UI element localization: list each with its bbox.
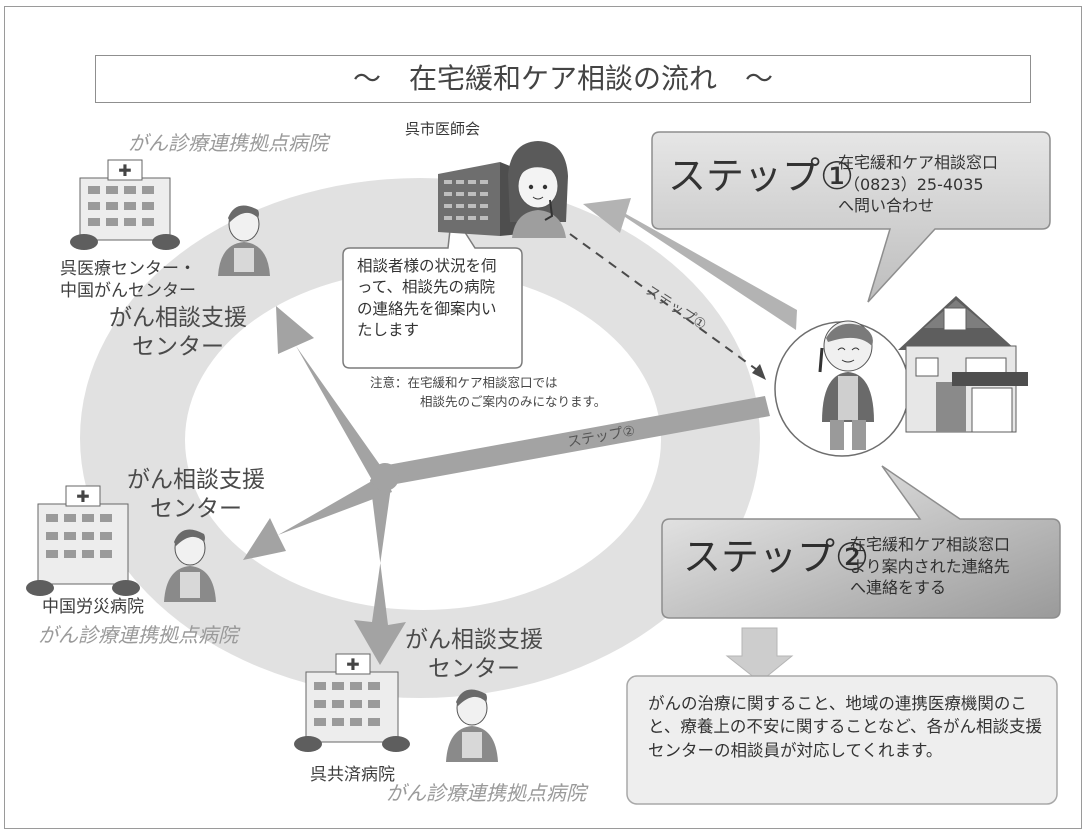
- hospital-name: 呉医療センター・ 中国がんセンター: [60, 258, 196, 302]
- support-center-line-2: センター: [428, 655, 520, 682]
- base-hospital-label: がん診療連携拠点病院: [38, 623, 238, 647]
- support-center-label: がん相談支援 センター: [116, 466, 276, 524]
- svg-text:✚: ✚: [76, 487, 89, 506]
- hospital-name: 呉共済病院: [310, 765, 395, 785]
- hospital-rosai-icon: ✚: [26, 485, 140, 596]
- support-center-line-2: センター: [132, 333, 224, 360]
- info-box: [626, 675, 1058, 805]
- step1-title: ステップ①: [668, 154, 855, 198]
- base-hospital-label: がん診療連携拠点病院: [386, 781, 586, 805]
- consultation-ring: [80, 178, 760, 698]
- counselor-icon: [218, 205, 270, 276]
- note-line-2: 相談先のご案内のみになります。: [420, 393, 607, 409]
- step1-desc-line-1: 在宅緩和ケア相談窓口: [838, 153, 999, 172]
- step2-desc-line-2: より案内された連絡先: [850, 556, 1010, 576]
- step2-arrows: [243, 306, 770, 665]
- step2-description: 在宅緩和ケア相談窓口 より案内された連絡先 へ連絡をする: [850, 534, 1010, 599]
- support-center-label: がん相談支援 センター: [98, 304, 258, 362]
- base-hospital-label: がん診療連携拠点病院: [128, 131, 328, 155]
- support-center-line-1: がん相談支援: [109, 305, 247, 331]
- support-center-label: がん相談支援 センター: [394, 626, 554, 684]
- step2-title: ステップ②: [683, 535, 870, 579]
- speech-bubble-text: 相談者様の状況を伺って、相談先の病院の連絡先を御案内いたします: [357, 257, 497, 340]
- operator-icon: [508, 141, 568, 238]
- elderly-icon: [818, 320, 874, 450]
- svg-text:✚: ✚: [346, 655, 359, 674]
- step1-bubble: [651, 131, 1051, 303]
- house-icon: [898, 296, 1028, 433]
- step2-desc-line-3: へ連絡をする: [850, 578, 947, 598]
- step1-arrow: [583, 198, 797, 330]
- step2-bubble: [661, 465, 1061, 619]
- step1-phone: （0823）25-4035: [844, 174, 984, 194]
- hospital-kyosai-icon: ✚: [294, 653, 410, 752]
- hospital-name-line-1: 呉医療センター・: [60, 259, 196, 279]
- page-title: ～ 在宅緩和ケア相談の流れ ～: [95, 55, 1031, 103]
- counselor-icon: [446, 689, 498, 762]
- down-arrow: [725, 627, 794, 683]
- dashed-arrowhead: [752, 364, 766, 380]
- counselor-icon: [164, 529, 216, 602]
- step1-desc-line-3: へ問い合わせ: [838, 196, 935, 216]
- support-center-line-1: がん相談支援: [127, 467, 265, 493]
- hospital-kure-medical-icon: ✚: [70, 159, 180, 250]
- support-center-line-1: がん相談支援: [405, 627, 543, 653]
- hospital-name-line-2: 中国がんセンター: [60, 281, 196, 302]
- support-center-line-2: センター: [150, 495, 242, 522]
- note-text: 注意：在宅緩和ケア相談窓口では 相談先のご案内のみになります。: [370, 374, 606, 412]
- step1-description: 在宅緩和ケア相談窓口 （0823）25-4035 へ問い合わせ: [838, 152, 998, 217]
- svg-text:✚: ✚: [118, 161, 131, 180]
- info-text: がんの治療に関すること、地域の連携医療機関のこと、療養上の不安に関することなど、…: [648, 694, 1043, 760]
- hospital-name: 中国労災病院: [42, 597, 144, 617]
- step2-desc-line-1: 在宅緩和ケア相談窓口: [850, 535, 1011, 554]
- note-line-1: 注意：在宅緩和ケア相談窓口では: [370, 375, 558, 390]
- association-building-icon: [438, 162, 520, 236]
- speech-bubble: [342, 209, 523, 369]
- dashed-guide-line: [569, 233, 761, 373]
- doctor-association-label: 呉市医師会: [405, 120, 481, 138]
